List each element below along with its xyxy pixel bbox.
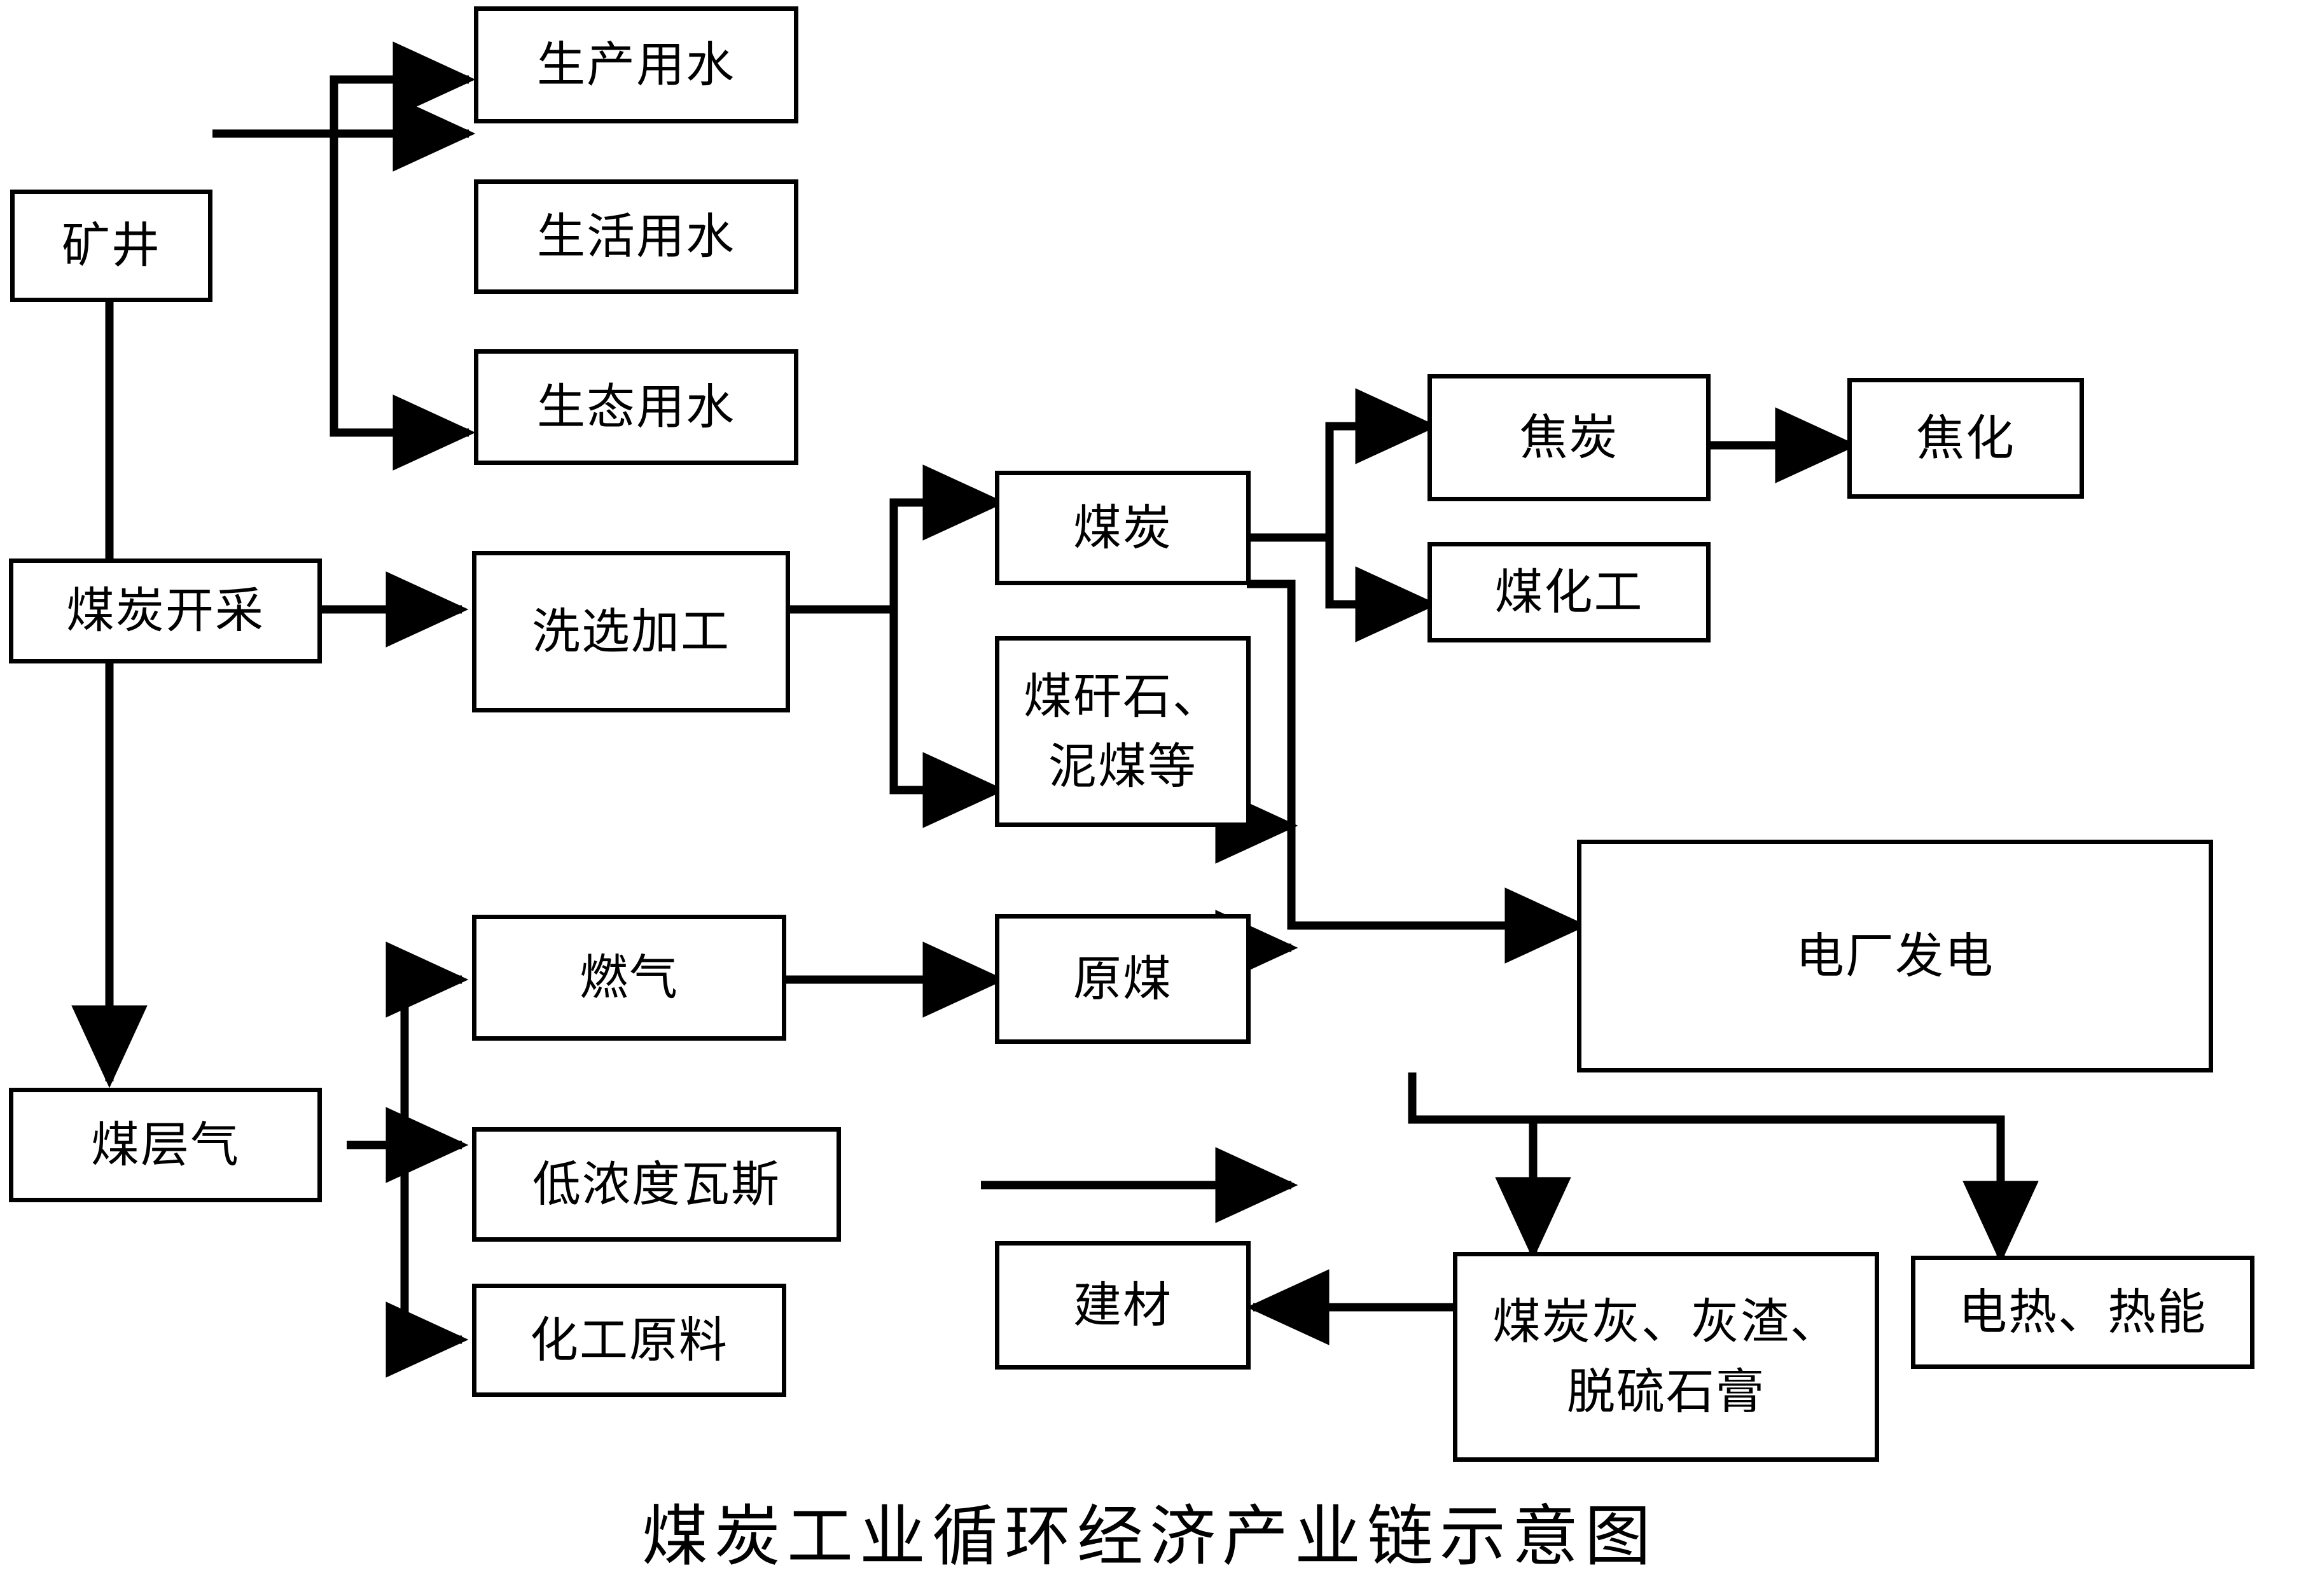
node-raw-coal-label: 原煤: [1073, 950, 1172, 1007]
edge-washing-to-coal: [784, 464, 1006, 614]
node-coal-label: 煤炭: [1073, 499, 1172, 556]
edge-powerplant-to-electricheat: [1533, 1115, 2039, 1264]
diagram-title: 煤炭工业循环经济产业链示意图: [641, 1497, 1657, 1575]
node-coal-mining[interactable]: 煤炭开采: [9, 559, 322, 663]
node-production-water[interactable]: 生产用水: [474, 6, 798, 123]
node-ash-slag-gypsum[interactable]: 煤炭灰、灰渣、 脱硫石膏: [1453, 1252, 1879, 1462]
node-domestic-water-label: 生活用水: [537, 207, 735, 265]
node-coking[interactable]: 焦化: [1847, 378, 2084, 499]
edge-mine-to-production-water: [212, 41, 476, 138]
edge-mine-to-ecological-water: [330, 134, 476, 471]
node-electric-heat-label: 电热、热能: [1959, 1283, 2207, 1340]
edge-cbm-to-chemmaterial: [385, 1145, 469, 1378]
node-fuel-gas-label: 燃气: [580, 948, 679, 1006]
node-production-water-label: 生产用水: [537, 36, 735, 93]
node-electric-heat[interactable]: 电热、热能: [1911, 1256, 2254, 1369]
node-coal[interactable]: 煤炭: [995, 471, 1251, 585]
node-mine[interactable]: 矿井: [10, 190, 212, 302]
node-low-concentration-gas[interactable]: 低浓度瓦斯: [472, 1127, 841, 1242]
node-building-material[interactable]: 建材: [995, 1241, 1251, 1370]
node-coke[interactable]: 焦炭: [1427, 374, 1711, 501]
node-gangue-peat[interactable]: 煤矸石、 泥煤等: [995, 636, 1251, 827]
node-building-material-label: 建材: [1073, 1276, 1172, 1333]
node-coal-mining-label: 煤炭开采: [66, 582, 265, 639]
edge-powerplant-to-ash: [1408, 1072, 1571, 1260]
node-gangue-peat-label: 煤矸石、 泥煤等: [1024, 667, 1222, 795]
node-chemical-material-label: 化工原料: [530, 1311, 728, 1368]
node-power-plant[interactable]: 电厂发电: [1577, 840, 2213, 1072]
edge-coal-to-coalchemical: [1325, 538, 1438, 642]
node-chemical-material[interactable]: 化工原料: [472, 1284, 786, 1397]
node-power-plant-label: 电厂发电: [1796, 927, 1994, 984]
node-mine-label: 矿井: [62, 217, 161, 274]
node-ecological-water-label: 生态用水: [537, 378, 735, 435]
node-coking-label: 焦化: [1916, 409, 2015, 466]
node-washing-processing-label: 洗选加工: [532, 602, 730, 660]
node-coal-chemical-label: 煤化工: [1494, 563, 1644, 620]
node-domestic-water[interactable]: 生活用水: [474, 179, 798, 294]
node-raw-coal[interactable]: 原煤: [995, 914, 1251, 1044]
node-ash-slag-gypsum-label: 煤炭灰、灰渣、 脱硫石膏: [1492, 1293, 1840, 1420]
edge-coal-to-coke: [1247, 388, 1438, 542]
node-low-concentration-gas-label: 低浓度瓦斯: [532, 1155, 781, 1212]
node-coalbed-methane-label: 煤层气: [91, 1116, 240, 1173]
node-fuel-gas[interactable]: 燃气: [472, 915, 786, 1041]
node-coal-chemical[interactable]: 煤化工: [1427, 542, 1711, 642]
edge-washing-to-gangue: [889, 609, 1006, 828]
node-washing-processing[interactable]: 洗选加工: [472, 551, 790, 712]
node-coalbed-methane[interactable]: 煤层气: [9, 1088, 322, 1202]
node-coke-label: 焦炭: [1519, 408, 1619, 466]
node-ecological-water[interactable]: 生态用水: [474, 349, 798, 465]
edge-cbm-to-fuelgas: [347, 941, 469, 1149]
